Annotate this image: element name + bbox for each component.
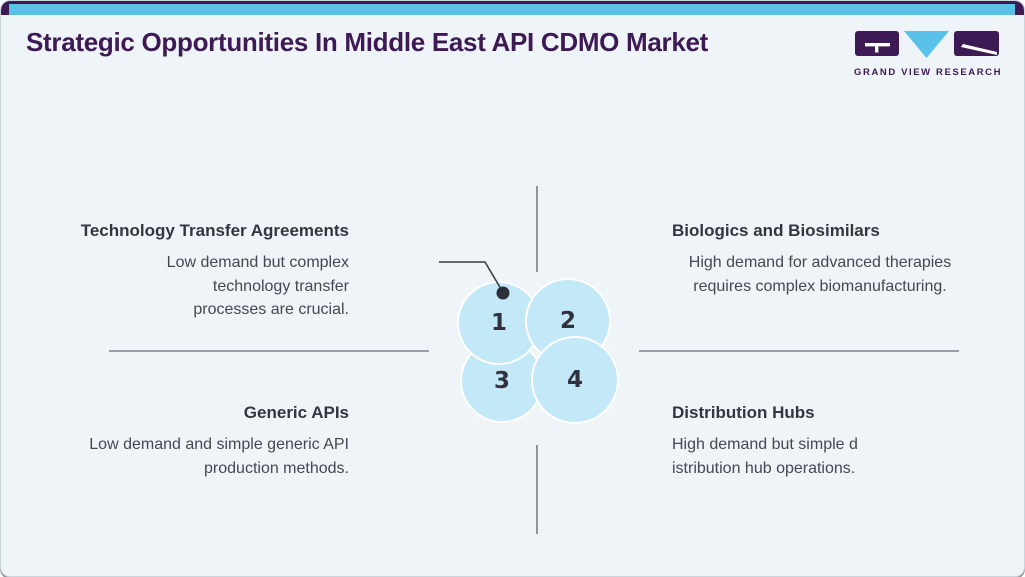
gvr-logo-icon [855, 31, 999, 58]
top-accent-bar-blue-strip [9, 4, 1015, 15]
quadrant-title: Distribution Hubs [672, 403, 815, 422]
quadrant-title: Biologics and Biosimilars [672, 221, 880, 240]
bubble-3-number: 3 [493, 368, 510, 394]
quadrant-description: Low demand but complex technology transf… [166, 254, 349, 318]
page-title: Strategic Opportunities In Middle East A… [26, 27, 709, 57]
bubble-4-number: 4 [566, 367, 583, 393]
quadrant-technology-transfer: Technology Transfer Agreements Low deman… [61, 221, 349, 322]
quadrant-title: Generic APIs [243, 403, 349, 422]
quadrant-description: Low demand and simple generic API produc… [89, 436, 349, 477]
bubble-1-number: 1 [490, 310, 507, 336]
brand-name: GRAND VIEW RESEARCH [854, 67, 1003, 78]
quadrant-generic-apis: Generic APIs Low demand and simple gener… [61, 403, 349, 480]
quadrant-description: High demand but simple d istribution hub… [672, 436, 858, 477]
quadrant-description: High demand for advanced therapies requi… [688, 254, 952, 295]
bubble-2-number: 2 [559, 308, 576, 334]
brand-logo: GRAND VIEW RESEARCH [854, 29, 1003, 78]
divider-line-left [109, 350, 429, 352]
quadrant-title: Technology Transfer Agreements [80, 221, 349, 240]
quadrant-biologics-biosimilars: Biologics and Biosimilars High demand fo… [672, 221, 968, 298]
quadrant-distribution-hubs: Distribution Hubs High demand but simple… [672, 403, 968, 480]
divider-line-right [639, 350, 959, 352]
bubble-4: 4 [531, 336, 619, 424]
top-accent-bar [1, 1, 1024, 15]
center-guide-line-top [536, 186, 538, 272]
center-guide-line-bottom [536, 445, 538, 534]
